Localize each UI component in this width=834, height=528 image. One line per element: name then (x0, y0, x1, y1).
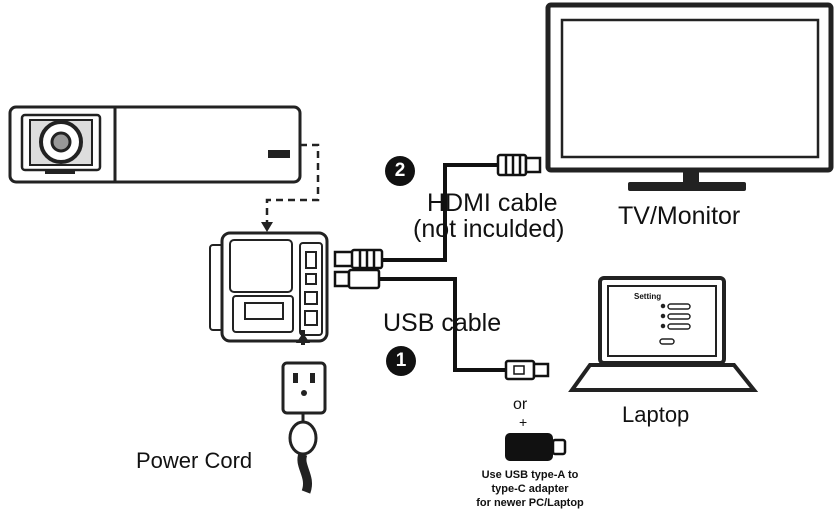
laptop-screen-menu (659, 303, 691, 345)
power-cord-illustration (281, 330, 327, 494)
adapter-note-line2: type-C adapter (491, 483, 569, 495)
plus-label: + (519, 414, 528, 430)
usb-plug-projector (333, 268, 381, 290)
usb-cable-label: USB cable (383, 309, 502, 337)
laptop-illustration (568, 276, 759, 392)
usb-c-adapter-illustration (505, 433, 567, 461)
hdmi-cable (382, 163, 500, 262)
or-label: or (513, 396, 528, 413)
tv-monitor-illustration (545, 2, 834, 191)
hdmi-cable-label: HDMI cable (427, 189, 558, 217)
dashed-arrow (265, 143, 320, 223)
tv-monitor-label: TV/Monitor (618, 202, 741, 230)
power-cord-label: Power Cord (136, 448, 253, 473)
usb-cable (378, 277, 508, 372)
adapter-note-line1: Use USB type-A to (481, 469, 579, 481)
step-1-badge: 1 (386, 346, 416, 376)
hdmi-plug-projector (333, 248, 384, 270)
port-panel-illustration (209, 231, 329, 343)
projector-illustration (8, 105, 302, 184)
laptop-screen-title: Setting (634, 292, 662, 301)
usb-plug-laptop (504, 359, 550, 381)
arrow-head (261, 222, 273, 232)
laptop-label: Laptop (622, 402, 690, 427)
hdmi-not-included-label: (not inculded) (413, 215, 565, 243)
hdmi-plug-tv (496, 153, 542, 177)
adapter-note-line3: for newer PC/Laptop (476, 497, 584, 509)
step-2-badge: 2 (385, 156, 415, 186)
